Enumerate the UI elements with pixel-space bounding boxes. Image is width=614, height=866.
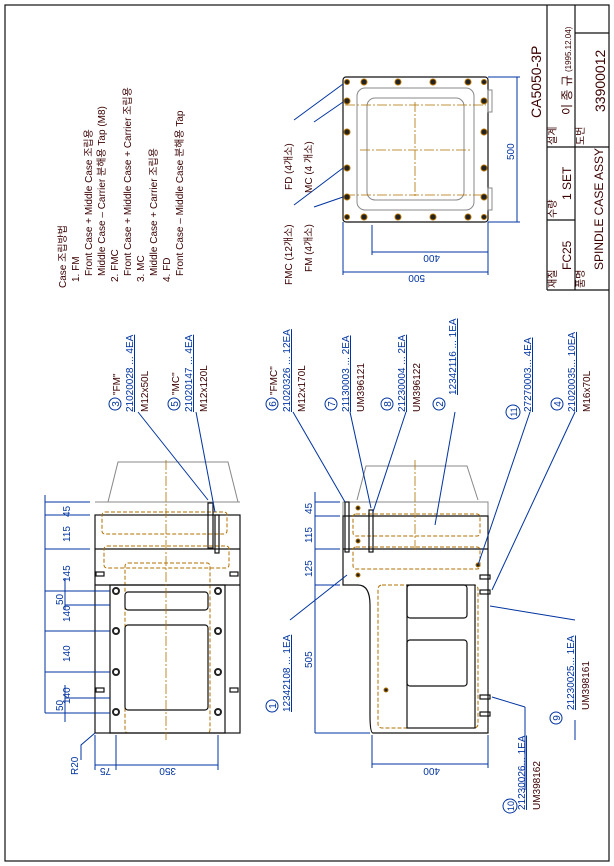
front-dim-45: 45 xyxy=(304,502,315,514)
callout-number: 3 xyxy=(111,401,122,407)
callout-number: 7 xyxy=(327,401,338,407)
callout-spec: M12x50L xyxy=(140,370,151,412)
callout-tag: "FM" xyxy=(112,373,123,395)
callout-number: 6 xyxy=(268,401,279,407)
label-fmc: FMC (12개소) xyxy=(283,224,295,285)
designer-label: 설계 xyxy=(547,127,559,145)
side-dim-140: 140 xyxy=(62,605,73,622)
note-line: 1. FM xyxy=(71,256,82,282)
quantity-value: 1 SET xyxy=(560,166,574,200)
material-value: FC25 xyxy=(560,240,574,270)
callout-spec: UM398162 xyxy=(532,761,543,810)
callout-part: 21230026... 1EA xyxy=(517,735,528,810)
side-dim-140: 140 xyxy=(62,687,73,704)
callout-leaders xyxy=(137,411,576,790)
side-dim-350: 350 xyxy=(159,765,176,776)
designer-value: 이 종 규 xyxy=(560,75,574,115)
label-mc: MC (4 개소) xyxy=(303,141,315,193)
title-block: CA5050-3P 재질 FC25 수량 1 SET 설계 이 종 규 (199… xyxy=(528,5,609,291)
callout-spec: UM396122 xyxy=(412,363,423,412)
callout-11: 11 27270003... 4EA xyxy=(505,337,534,420)
side-dim-115: 115 xyxy=(62,526,73,542)
callout-tag: "MC" xyxy=(171,372,182,395)
callout-8: 8 21230004 ... 2EA UM396122 xyxy=(380,334,423,412)
callout-spec: UM396121 xyxy=(356,363,367,412)
callout-spec: M16x70L xyxy=(582,370,593,412)
front-dim-115: 115 xyxy=(304,527,315,543)
callout-number: 4 xyxy=(553,401,564,407)
design-date: (1995.12.04) xyxy=(564,26,573,72)
side-dim-50: 50 xyxy=(55,699,66,711)
callout-part: 21020326 ... 12EA xyxy=(282,329,293,412)
callout-part: 12342116 ... 1EA xyxy=(448,318,459,395)
note-line: Middle Case + Carrier 조립용 xyxy=(147,148,160,276)
side-dim-140: 140 xyxy=(62,645,73,662)
material-label: 재질 xyxy=(547,270,559,288)
side-dim-r20: R20 xyxy=(70,756,81,775)
side-dim-145: 145 xyxy=(62,565,73,582)
plan-dim-500-height: 500 xyxy=(506,143,517,160)
callout-3: 3 "FM" 21020028 ... 4EA M12x50L xyxy=(108,334,151,412)
callout-number: 10 xyxy=(506,801,516,811)
callout-spec: M12x120L xyxy=(199,365,210,412)
callout-7: 7 21130003 ... 2EA UM396121 xyxy=(324,335,367,412)
callout-2: 2 12342116 ... 1EA xyxy=(432,318,459,411)
plan-view: 500 400 500 FD (4개소) MC (4 개소) FMC (12개소… xyxy=(283,76,520,285)
note-line: 2. FMC xyxy=(110,249,121,282)
callout-part: 21230004 ... 2EA xyxy=(397,334,408,412)
side-view: 45 115 145 140 140 140 50 50 R20 75 350 xyxy=(44,460,241,776)
front-dim-505: 505 xyxy=(304,651,315,668)
callout-part: 12342108 ... 1EA xyxy=(282,634,293,712)
callout-1: 1 12342108 ... 1EA xyxy=(265,634,293,713)
callout-4: 4 21020035... 10EA M16x70L xyxy=(550,332,593,412)
front-view: 45 115 125 505 400 xyxy=(304,460,491,776)
label-fd: FD (4개소) xyxy=(283,143,295,190)
callout-number: 5 xyxy=(170,401,181,407)
callout-number: 2 xyxy=(435,401,446,407)
callout-number: 9 xyxy=(552,715,563,721)
callout-9: 9 21230025... 1EA UM398161 xyxy=(549,635,592,725)
callout-part: 27270003... 4EA xyxy=(523,337,534,412)
plan-dim-400: 400 xyxy=(423,252,440,263)
drawing-code: CA5050-3P xyxy=(528,46,544,118)
callout-part: 21230025... 1EA xyxy=(566,635,577,710)
callout-number: 1 xyxy=(268,703,279,709)
note-line: Front Case – Middle Case 분해용 Tap xyxy=(173,110,186,276)
side-dim-75: 75 xyxy=(99,765,111,776)
side-dim-45: 45 xyxy=(62,505,73,517)
side-dim-50: 50 xyxy=(55,593,66,605)
callout-tag: "FMC" xyxy=(269,366,280,395)
assembly-notes: Case 조립방법 1. FM Front Case + Middle Case… xyxy=(56,87,186,288)
part-name-label: 품명 xyxy=(575,270,587,288)
callout-10: 10 21230026... 1EA UM398162 xyxy=(502,735,543,814)
callout-5: 5 "MC" 21020147 ... 4EA M12x120L xyxy=(167,334,210,412)
part-name-value: SPINDLE CASE ASSY xyxy=(592,148,606,270)
front-dim-125: 125 xyxy=(304,560,315,577)
callout-part: 21020035... 10EA xyxy=(567,332,578,412)
drawing-no-value: 33900012 xyxy=(592,49,608,112)
callout-number: 11 xyxy=(509,407,519,416)
note-line: 4. FD xyxy=(162,258,173,282)
sheet-border xyxy=(4,4,610,862)
callout-part: 21020147 ... 4EA xyxy=(184,334,195,412)
note-line: 3. MC xyxy=(136,255,147,282)
note-line: Middle Case – Carrier 분해용 Tap (M8) xyxy=(95,106,108,276)
callout-number: 8 xyxy=(383,401,394,407)
callout-part: 21020028 ... 4EA xyxy=(125,334,136,412)
note-line: Front Case + Middle Case 조립용 xyxy=(82,129,95,276)
callout-spec: UM398161 xyxy=(581,661,592,710)
note-line: Case 조립방법 xyxy=(56,225,69,288)
quantity-label: 수량 xyxy=(547,200,559,218)
front-dim-400: 400 xyxy=(423,765,440,776)
plan-dim-500-width: 500 xyxy=(408,272,425,283)
drawing-no-label: 도번 xyxy=(575,127,587,145)
callout-part: 21130003 ... 2EA xyxy=(341,335,352,412)
note-line: Front Case + Middle Case + Carrier 조립용 xyxy=(121,87,134,276)
label-fm: FM (4개소) xyxy=(303,224,315,272)
callout-spec: M12x170L xyxy=(297,365,308,412)
callout-6: 6 "FMC" 21020326 ... 12EA M12x170L xyxy=(265,329,308,412)
